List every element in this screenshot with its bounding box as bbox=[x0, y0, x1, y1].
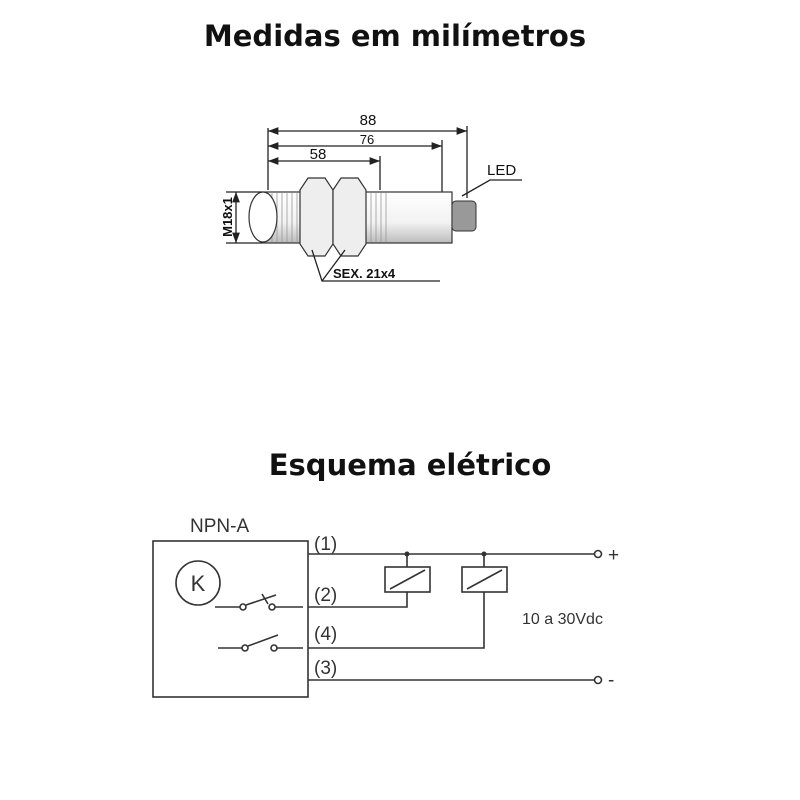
sensor-box bbox=[152, 540, 309, 698]
negative-label: - bbox=[608, 670, 614, 691]
nut-size-label: SEX. 21x4 bbox=[333, 266, 396, 281]
dim-thread-label: 58 bbox=[310, 146, 327, 163]
terminal-label-3: (3) bbox=[314, 658, 337, 679]
terminal-label-4: (4) bbox=[314, 624, 337, 645]
voltage-label: 10 a 30Vdc bbox=[522, 611, 603, 628]
junction bbox=[481, 551, 487, 557]
sensor-face bbox=[248, 191, 278, 243]
schematic-title: Esquema elétrico bbox=[269, 448, 552, 482]
wire-2 bbox=[308, 592, 408, 608]
positive-label: + bbox=[608, 545, 619, 566]
sensor-symbol-circle bbox=[175, 560, 221, 606]
terminal-label-2: (2) bbox=[314, 585, 337, 606]
connector bbox=[451, 200, 477, 232]
dim-body-label: 76 bbox=[360, 132, 374, 147]
terminal-label-1: (1) bbox=[314, 534, 337, 555]
dimensions-title: Medidas em milímetros bbox=[204, 19, 586, 53]
wire-4 bbox=[308, 592, 485, 649]
thread-size-label: M18x1 bbox=[220, 197, 235, 237]
terminal-negative bbox=[593, 675, 603, 685]
nut-1 bbox=[299, 177, 334, 257]
nut-2 bbox=[332, 177, 367, 257]
terminal-positive bbox=[593, 549, 603, 559]
dim-total-label: 88 bbox=[360, 112, 377, 129]
junction bbox=[404, 551, 410, 557]
led-label: LED bbox=[487, 162, 516, 179]
switch-nc bbox=[215, 593, 303, 611]
sensor-drawing: 88 76 58 M18x1 SEX. 21x4 LED bbox=[220, 112, 522, 282]
wiring-schematic: NPN-A K bbox=[152, 516, 619, 698]
relay-coil-1 bbox=[384, 566, 431, 593]
type-label: NPN-A bbox=[190, 516, 249, 537]
sensor-symbol: K bbox=[191, 571, 206, 596]
switch-no bbox=[218, 634, 303, 652]
relay-coil-2 bbox=[461, 566, 508, 593]
